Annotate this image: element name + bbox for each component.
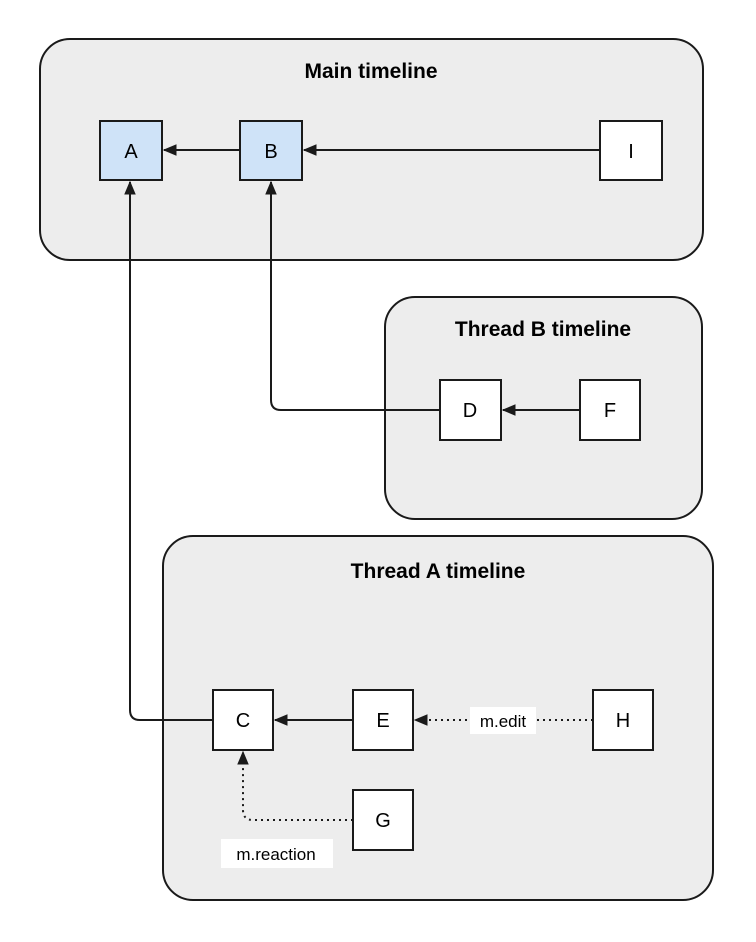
thread-a-timeline-container: Thread A timeline (162, 535, 714, 901)
node-f-label: F (604, 400, 616, 422)
thread-b-timeline-title: Thread B timeline (455, 318, 631, 341)
node-a-box (99, 120, 163, 181)
thread-a-timeline-box (162, 535, 714, 901)
node-b-label: B (264, 141, 277, 163)
node-h-label: H (616, 710, 630, 732)
edge-label-m-reaction-bg (221, 839, 333, 868)
edge-label-m-reaction: m.reaction (221, 839, 333, 868)
node-e: E (352, 689, 414, 751)
node-h: H (592, 689, 654, 751)
thread-b-timeline-container: Thread B timeline (384, 296, 703, 520)
node-i-box (599, 120, 663, 181)
node-f: F (579, 379, 641, 441)
edge-label-m-reaction-text: m.reaction (236, 845, 315, 864)
node-d-label: D (463, 400, 477, 422)
edge-label-m-edit-bg (470, 707, 536, 734)
edge-label-m-edit-text: m.edit (480, 712, 527, 731)
node-i-label: I (628, 141, 634, 163)
thread-b-timeline-box (384, 296, 703, 520)
main-timeline-title: Main timeline (304, 60, 437, 83)
node-a-label: A (124, 141, 138, 163)
node-g: G (352, 789, 414, 851)
node-b: B (239, 120, 303, 181)
node-g-box (352, 789, 414, 851)
node-d: D (439, 379, 502, 441)
node-d-box (439, 379, 502, 441)
node-g-label: G (375, 810, 391, 832)
node-a: A (99, 120, 163, 181)
node-e-box (352, 689, 414, 751)
edge-c-to-a-elbow-arrow (130, 182, 213, 721)
node-c-box (212, 689, 274, 751)
node-e-label: E (376, 710, 389, 732)
node-b-box (239, 120, 303, 181)
node-h-box (592, 689, 654, 751)
edge-d-to-b-elbow-arrow (271, 182, 440, 411)
node-f-box (579, 379, 641, 441)
node-c: C (212, 689, 274, 751)
edge-g-to-c-dotted-elbow-arrow (243, 752, 353, 821)
node-i: I (599, 120, 663, 181)
thread-a-timeline-title: Thread A timeline (351, 560, 526, 583)
edge-label-m-edit: m.edit (470, 707, 536, 734)
node-c-label: C (236, 710, 250, 732)
